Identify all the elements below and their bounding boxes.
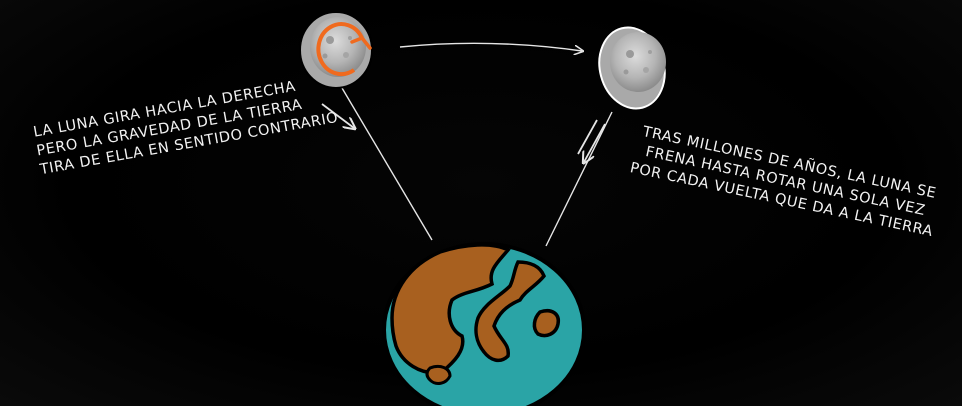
moon-icon	[590, 20, 673, 116]
earth-globe-icon	[384, 244, 584, 406]
gravity-line-left	[342, 88, 432, 240]
gravity-line-right	[546, 112, 612, 246]
orbit-arrow	[400, 43, 582, 51]
pull-arrow-right	[578, 120, 605, 162]
